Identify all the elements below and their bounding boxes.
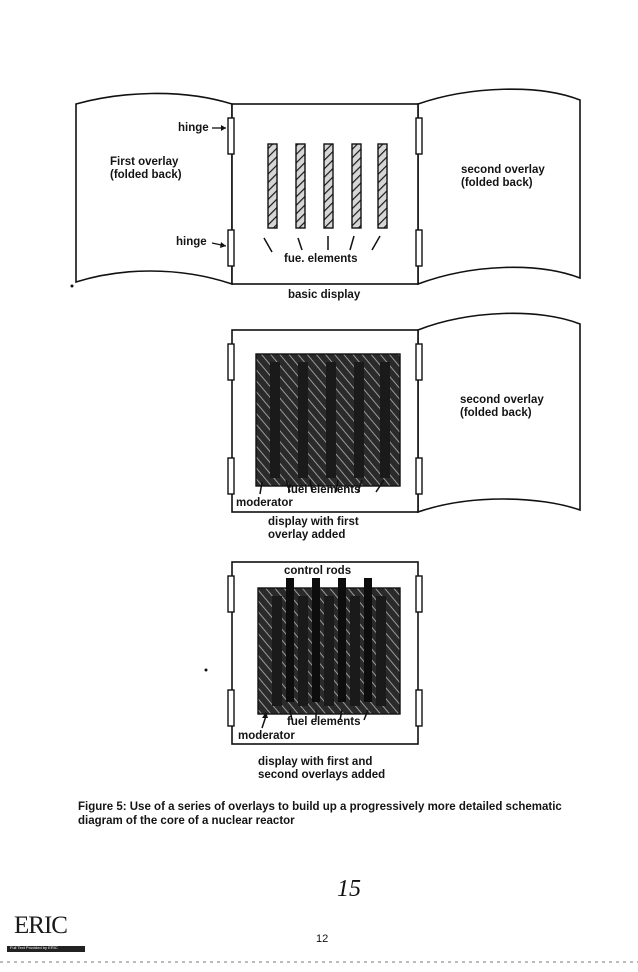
eric-logo-band-text: Full Text Provided by ERIC xyxy=(10,945,58,950)
basic-display-label: basic display xyxy=(288,289,361,301)
figure-caption: Figure 5: Use of a series of overlays to… xyxy=(78,801,562,827)
first-overlay-panel xyxy=(227,312,581,514)
fuel-elements-1 xyxy=(267,143,388,229)
hinge-bottom-right xyxy=(415,229,423,267)
hinge-bottom-left xyxy=(227,229,235,267)
display-both-overlays-label: display with first and second overlays a… xyxy=(258,756,386,781)
eric-logo-band xyxy=(7,946,85,952)
fuel-elements-3 xyxy=(272,596,386,706)
page-number: 12 xyxy=(316,933,329,945)
second-overlay-page xyxy=(417,88,581,286)
big-page-number: 15 xyxy=(337,876,361,902)
first-overlay-label: First overlay (folded back) xyxy=(110,156,182,181)
fuel-elements-label-1: fue. elements xyxy=(284,253,358,265)
hinge-top-left xyxy=(227,117,235,155)
hinge-top-label: hinge xyxy=(178,122,209,134)
fuel-elements-label-2: fuel elements xyxy=(287,484,361,496)
control-rods xyxy=(286,578,372,702)
both-overlays-panel xyxy=(227,561,423,745)
fuel-elements-2 xyxy=(270,362,390,478)
first-overlay-page xyxy=(75,92,233,286)
eric-logo-text: ERIC xyxy=(14,912,68,939)
hinge-top-right xyxy=(415,117,423,155)
control-rods-label: control rods xyxy=(284,565,352,577)
second-overlay-label-1: second overlay (folded back) xyxy=(461,164,545,189)
basic-display-panel xyxy=(75,88,581,286)
hinge-bottom-label: hinge xyxy=(176,236,207,248)
second-overlay-label-2: second overlay (folded back) xyxy=(460,394,544,419)
display-first-overlay-label: display with first overlay added xyxy=(268,516,359,541)
fuel-elements-label-3: fuel elements xyxy=(287,716,361,728)
moderator-label-2: moderator xyxy=(236,497,293,509)
second-overlay-page-2 xyxy=(417,312,581,514)
moderator-label-3: moderator xyxy=(238,730,295,742)
